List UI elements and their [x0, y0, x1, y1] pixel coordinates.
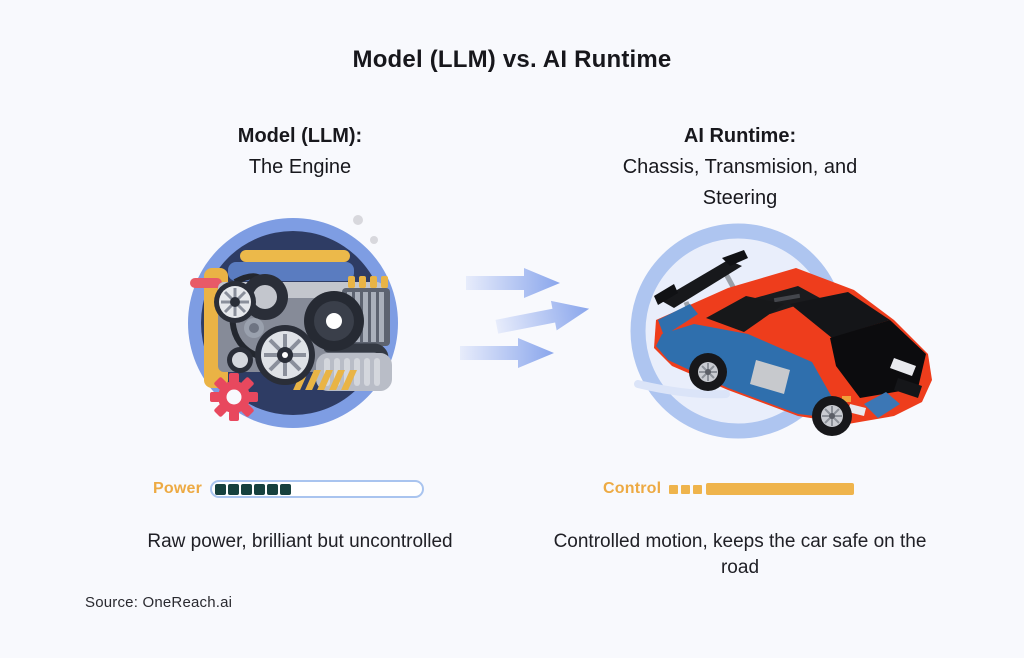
front-wheel: [812, 396, 852, 436]
control-meter-bar: [706, 483, 855, 495]
power-meter-fill: [215, 483, 292, 495]
right-heading-bold: AI Runtime:: [683, 125, 797, 147]
pulley-bottom: [255, 325, 315, 385]
gear-icon: [210, 373, 258, 421]
right-caption: Controlled motion, keeps the car safe on…: [553, 531, 927, 579]
engine-icon: [188, 215, 398, 428]
power-meter-label: Power: [153, 480, 203, 497]
left-caption: Raw power, brilliant but uncontrolled: [147, 531, 453, 552]
control-meter: Control: [603, 479, 855, 499]
source-credit: Source: OneReach.ai: [85, 594, 233, 611]
control-meter-ticks: [669, 484, 703, 494]
triple-right-arrows-icon: [460, 268, 590, 368]
car-icon: [630, 223, 932, 439]
page-title: Model (LLM) vs. AI Runtime: [352, 46, 672, 73]
left-heading-bold: Model (LLM):: [237, 125, 363, 147]
control-meter-label: Control: [603, 480, 662, 497]
pulley-left: [214, 281, 256, 323]
pulley-right: [304, 291, 364, 351]
pulley-small: [227, 347, 253, 373]
right-column-heading: AI Runtime: Chassis, Transmision, and St…: [575, 121, 905, 214]
right-heading-sub: Chassis, Transmision, and Steering: [622, 156, 858, 209]
power-meter-track: [210, 480, 425, 498]
left-heading-sub: The Engine: [248, 156, 352, 178]
left-column-heading: Model (LLM): The Engine: [150, 121, 450, 183]
rear-wheel: [689, 353, 727, 391]
power-meter: Power: [153, 479, 425, 499]
